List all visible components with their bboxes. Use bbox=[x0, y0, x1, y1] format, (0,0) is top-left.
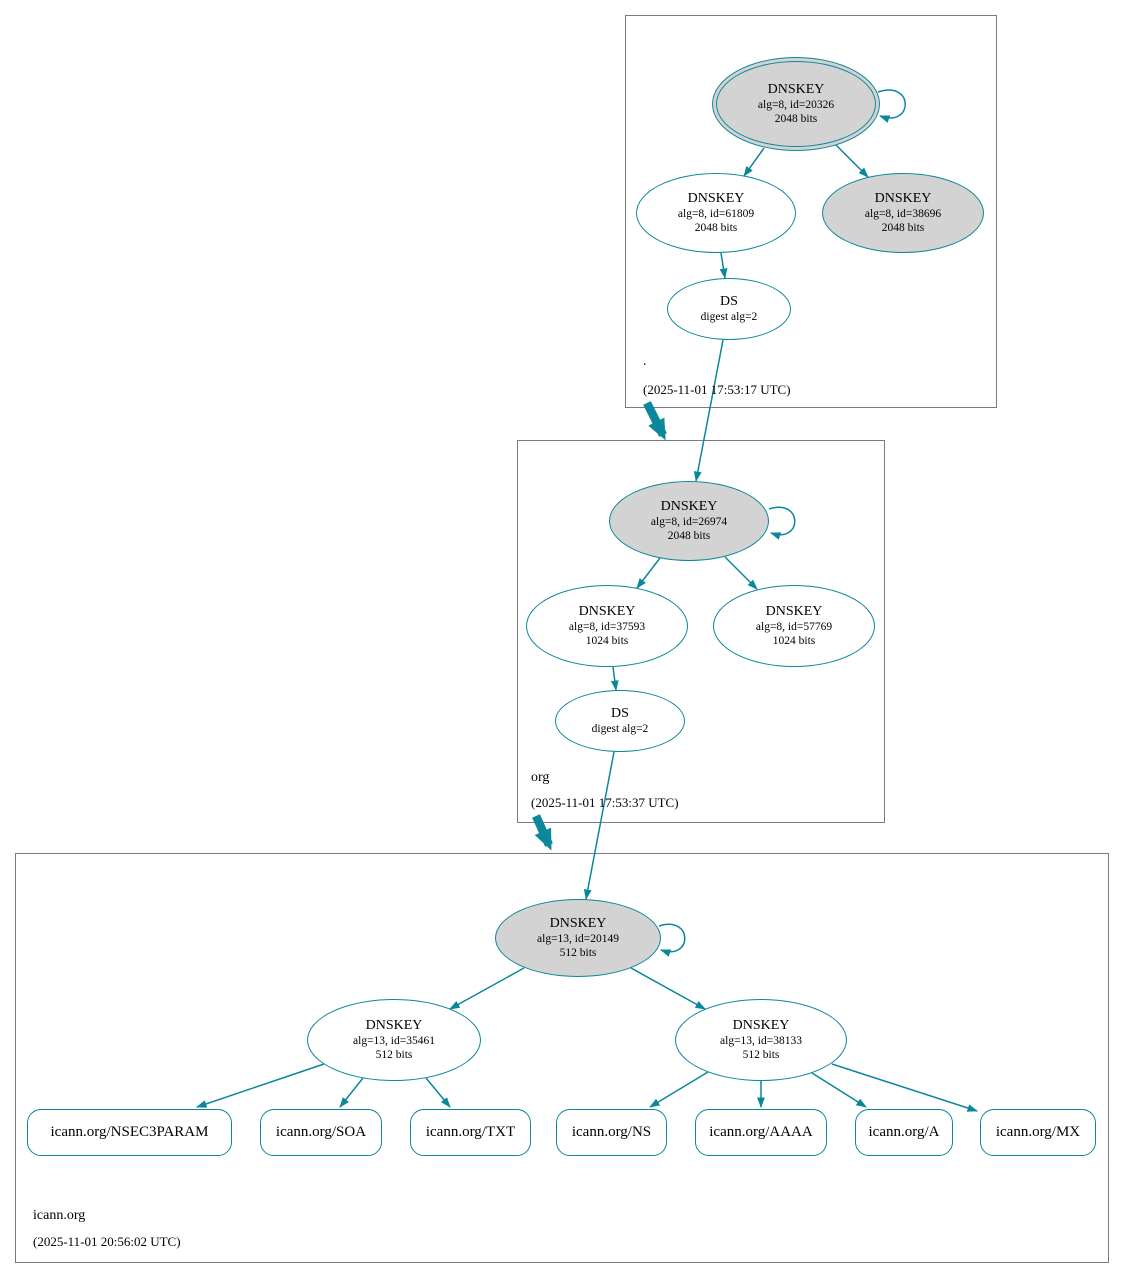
zone-box-org bbox=[517, 440, 885, 823]
delegation-arrow-org-to-icann bbox=[532, 814, 553, 851]
node-bits: 2048 bits bbox=[694, 221, 738, 234]
edge-org-zsk1-to-ds bbox=[610, 666, 619, 691]
ds-node-root: DS digest alg=2 bbox=[667, 278, 791, 340]
node-bits: 2048 bits bbox=[667, 529, 711, 542]
node-title: DNSKEY bbox=[687, 191, 745, 207]
rrset-aaaa: icann.org/AAAA bbox=[695, 1109, 827, 1156]
delegation-arrow-root-to-org bbox=[643, 401, 667, 441]
node-title: DNSKEY bbox=[874, 191, 932, 207]
node-bits: 512 bits bbox=[375, 1048, 413, 1061]
node-title: DNSKEY bbox=[549, 916, 607, 932]
node-bits: 1024 bits bbox=[585, 634, 629, 647]
edge-zsk1-to-nsec3param bbox=[196, 1063, 325, 1108]
rrset-ns: icann.org/NS bbox=[556, 1109, 667, 1156]
ds-node-org: DS digest alg=2 bbox=[555, 690, 685, 752]
node-detail: alg=13, id=20149 bbox=[537, 932, 619, 945]
node-title: DS bbox=[720, 294, 738, 310]
selfloop-root-ksk bbox=[877, 89, 906, 123]
node-title: DNSKEY bbox=[578, 604, 636, 620]
node-bits: 2048 bits bbox=[881, 221, 925, 234]
node-detail: alg=8, id=57769 bbox=[755, 620, 833, 633]
node-title: DNSKEY bbox=[767, 82, 825, 98]
node-bits: 2048 bits bbox=[774, 112, 818, 125]
zone-name-icann-org: icann.org bbox=[33, 1208, 86, 1223]
node-bits: 512 bits bbox=[742, 1048, 780, 1061]
edge-org-ksk-to-zsk1 bbox=[636, 557, 661, 589]
dnskey-node-icann-zsk-38133: DNSKEY alg=13, id=38133 512 bits bbox=[675, 999, 847, 1081]
node-title: DNSKEY bbox=[365, 1018, 423, 1034]
node-title: DNSKEY bbox=[660, 499, 718, 515]
edge-root-ds-to-org-ksk bbox=[693, 339, 724, 482]
rrset-txt: icann.org/TXT bbox=[410, 1109, 531, 1156]
node-detail: alg=13, id=38133 bbox=[720, 1034, 802, 1047]
dnskey-node-root-38696: DNSKEY alg=8, id=38696 2048 bits bbox=[822, 173, 984, 253]
edge-zsk2-to-ns bbox=[649, 1071, 709, 1108]
edge-root-ksk-to-zsk bbox=[743, 147, 765, 177]
node-title: DS bbox=[611, 706, 629, 722]
node-detail: alg=8, id=61809 bbox=[677, 207, 755, 220]
dnskey-node-root-ksk-20326: DNSKEY alg=8, id=20326 2048 bits bbox=[712, 57, 880, 151]
zone-name-root: . bbox=[643, 354, 647, 369]
rrset-soa: icann.org/SOA bbox=[260, 1109, 382, 1156]
node-detail: alg=8, id=37593 bbox=[568, 620, 646, 633]
zone-box-icann-org bbox=[15, 853, 1109, 1263]
node-bits: 1024 bits bbox=[772, 634, 816, 647]
edge-zsk1-to-soa bbox=[339, 1077, 364, 1108]
selfloop-org-ksk bbox=[768, 506, 796, 540]
zone-timestamp-root: (2025-11-01 17:53:17 UTC) bbox=[643, 382, 791, 397]
edge-root-ksk-to-dnskey-38696 bbox=[835, 144, 869, 178]
rrset-nsec3param: icann.org/NSEC3PARAM bbox=[27, 1109, 232, 1156]
edge-zsk2-to-a bbox=[811, 1072, 867, 1108]
node-detail: alg=8, id=20326 bbox=[757, 98, 835, 111]
zone-timestamp-icann-org: (2025-11-01 20:56:02 UTC) bbox=[33, 1234, 181, 1249]
node-title: DNSKEY bbox=[765, 604, 823, 620]
node-detail: alg=13, id=35461 bbox=[353, 1034, 435, 1047]
node-title: DNSKEY bbox=[732, 1018, 790, 1034]
edge-org-ds-to-icann-ksk bbox=[583, 751, 615, 900]
rrset-a: icann.org/A bbox=[855, 1109, 953, 1156]
node-detail: alg=8, id=38696 bbox=[864, 207, 942, 220]
edge-root-zsk-to-ds bbox=[719, 252, 728, 279]
dnskey-node-org-ksk-26974: DNSKEY alg=8, id=26974 2048 bits bbox=[609, 481, 769, 561]
selfloop-icann-ksk bbox=[658, 923, 686, 957]
zone-name-org: org bbox=[531, 770, 550, 785]
node-detail: alg=8, id=26974 bbox=[650, 515, 728, 528]
edge-org-ksk-to-zsk2 bbox=[724, 556, 758, 590]
zone-timestamp-org: (2025-11-01 17:53:37 UTC) bbox=[531, 795, 679, 810]
dnskey-node-org-zsk-37593: DNSKEY alg=8, id=37593 1024 bits bbox=[526, 585, 688, 667]
dnskey-node-root-zsk-61809: DNSKEY alg=8, id=61809 2048 bits bbox=[636, 173, 796, 253]
dnskey-node-icann-ksk-20149: DNSKEY alg=13, id=20149 512 bits bbox=[495, 899, 661, 977]
edge-icann-ksk-to-zsk2 bbox=[630, 967, 706, 1010]
node-detail: digest alg=2 bbox=[700, 310, 758, 323]
edge-icann-ksk-to-zsk1 bbox=[449, 967, 525, 1010]
dnskey-node-org-zsk-57769: DNSKEY alg=8, id=57769 1024 bits bbox=[713, 585, 875, 667]
dnskey-node-icann-zsk-35461: DNSKEY alg=13, id=35461 512 bits bbox=[307, 999, 481, 1081]
node-detail: digest alg=2 bbox=[591, 722, 649, 735]
rrset-mx: icann.org/MX bbox=[980, 1109, 1096, 1156]
zone-box-root bbox=[625, 15, 997, 408]
edge-zsk2-to-mx bbox=[831, 1063, 978, 1112]
edge-zsk1-to-txt bbox=[425, 1077, 451, 1108]
node-bits: 512 bits bbox=[559, 946, 597, 959]
